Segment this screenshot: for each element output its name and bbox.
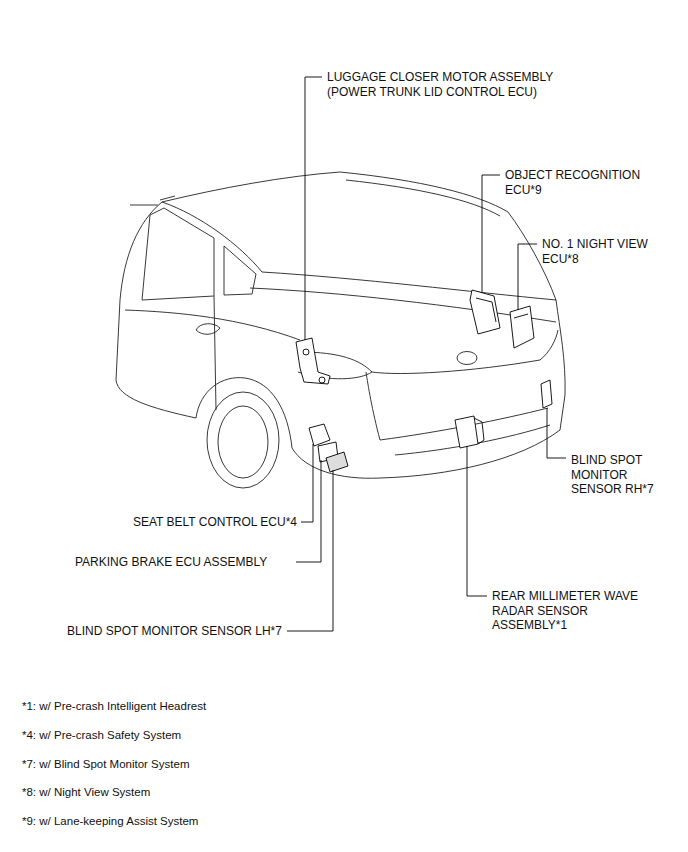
- luggage-closer-motor: [296, 338, 330, 384]
- part-label: PARKING BRAKE ECU ASSEMBLY: [75, 555, 267, 570]
- tail-light-right: [540, 330, 558, 360]
- leader-line: [301, 444, 313, 522]
- footnote-text: *1: w/ Pre-crash Intelligent Headrest: [22, 699, 206, 714]
- night-view-ecu: [510, 306, 534, 348]
- side-lower: [116, 300, 196, 418]
- tail-light: [298, 352, 540, 379]
- footnote-text: *9: w/ Lane-keeping Assist System: [22, 814, 198, 829]
- components: [296, 290, 552, 472]
- leader-lines: [287, 77, 566, 631]
- roof-line: [120, 172, 340, 300]
- luggage-closer-detail: [319, 377, 325, 383]
- leader-line: [467, 446, 487, 596]
- door-handle: [196, 324, 220, 335]
- car-body: [116, 172, 565, 488]
- trunk-side-edge: [366, 372, 380, 440]
- rear-glass-inner: [346, 180, 500, 216]
- part-label: OBJECT RECOGNITION ECU*9: [505, 168, 650, 197]
- bsm-sensor-lh: [326, 452, 348, 472]
- door-line: [125, 296, 300, 410]
- wheel-arch: [196, 378, 292, 448]
- luggage-closer-detail: [303, 349, 309, 355]
- ecu-detail: [476, 298, 496, 322]
- wheel-rim: [218, 406, 268, 478]
- leader-line: [518, 244, 537, 310]
- footnote-text: *7: w/ Blind Spot Monitor System: [22, 757, 189, 772]
- leader-line: [296, 460, 321, 562]
- leader-line: [482, 175, 500, 292]
- quarter-window: [224, 246, 256, 295]
- rear-radar-sensor: [455, 416, 478, 448]
- part-label: LUGGAGE CLOSER MOTOR ASSEMBLY (POWER TRU…: [327, 70, 567, 99]
- object-recognition-ecu: [470, 290, 500, 334]
- leader-line: [547, 408, 566, 458]
- glass-bottom: [262, 272, 556, 300]
- wheel: [207, 392, 279, 488]
- footnote-text: *8: w/ Night View System: [22, 785, 150, 800]
- rear-bumper: [292, 300, 565, 478]
- door-window: [142, 208, 214, 300]
- ecu-detail: [514, 314, 528, 318]
- part-label: REAR MILLIMETER WAVE RADAR SENSOR ASSEMB…: [492, 589, 647, 633]
- seat-belt-ecu: [309, 424, 330, 446]
- footnote-text: *4: w/ Pre-crash Safety System: [22, 728, 181, 743]
- part-label: NO. 1 NIGHT VIEW ECU*8: [542, 237, 657, 266]
- radar-bracket: [474, 418, 484, 444]
- bsm-sensor-rh: [541, 380, 552, 408]
- emblem: [457, 352, 477, 365]
- part-label: SEAT BELT CONTROL ECU*4: [80, 515, 297, 530]
- leader-line: [287, 470, 333, 631]
- part-label: BLIND SPOT MONITOR SENSOR LH*7: [67, 624, 282, 639]
- leader-line: [305, 77, 322, 340]
- part-label: BLIND SPOT MONITOR SENSOR RH*7: [571, 453, 671, 497]
- side-mirror-hint: [130, 196, 175, 205]
